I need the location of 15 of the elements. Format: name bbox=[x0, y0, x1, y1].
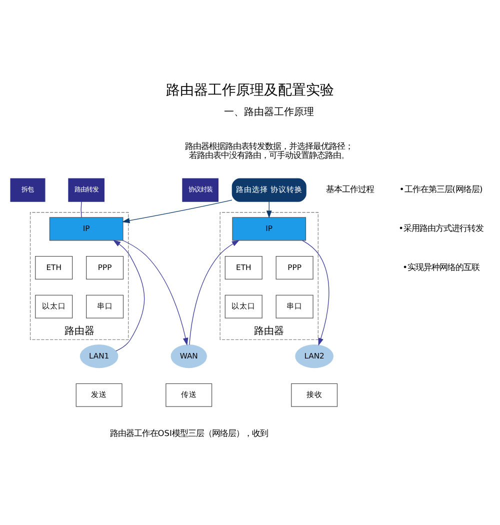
arrow bbox=[122, 199, 232, 223]
arrow bbox=[189, 240, 240, 345]
diagram-title: 路由器工作原理及配置实验 bbox=[166, 82, 334, 98]
arrow bbox=[122, 240, 188, 346]
label: 路由器工作在OSI模型三层（网络层），收到 bbox=[110, 428, 268, 438]
arrow bbox=[302, 240, 330, 346]
label: •工作在第三层(网络层) bbox=[399, 184, 483, 194]
arrow bbox=[112, 239, 145, 351]
label: 路由器根据路由表转发数据，并选择最优路径；若路由表中没有路由，可手动设置静态路由。 bbox=[185, 140, 354, 160]
label: 基本工作过程 bbox=[326, 184, 374, 194]
label: •采用路由方式进行转发 bbox=[398, 222, 484, 233]
label: 一、路由器工作原理 bbox=[224, 106, 314, 118]
label: •实现异种网络的互联 bbox=[402, 261, 480, 272]
connector bbox=[80, 200, 82, 218]
arrow bbox=[266, 200, 272, 218]
